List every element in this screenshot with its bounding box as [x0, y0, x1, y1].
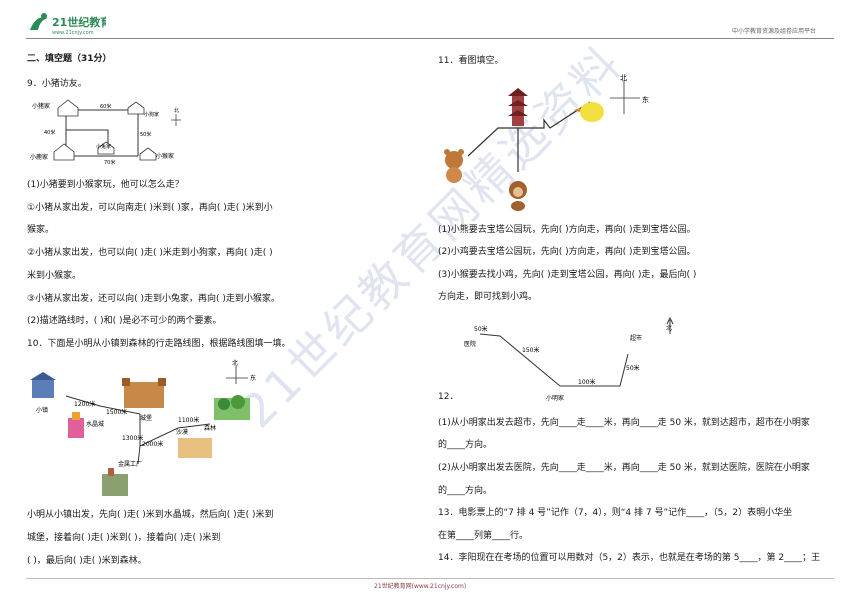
- q9-title: 9．小猪访友。: [27, 79, 87, 89]
- q9-line-3: 猴家。: [27, 225, 55, 235]
- q10-line-2: 城堡，接着向( )走( )米到( )，接着向( )走( )米到: [27, 533, 221, 543]
- route-hospital-home-market: [479, 333, 629, 387]
- q10-map: 小镇 1200米 1500米 水晶城 城堡 1100米 沙漠 森林 1300米 …: [30, 359, 256, 496]
- route-bear-pagoda-chick: [467, 101, 591, 157]
- crystal-city-icon: [68, 412, 84, 438]
- q12-figure: 50米 医院 150米 小明家 100米 50米 超市 北: [464, 316, 674, 402]
- q10-line-1: 小明从小镇出发，先向( )走( )米到水晶城，然后向( )走( )米到: [27, 510, 274, 520]
- label-1100m: 1100米: [178, 416, 199, 424]
- label-north: 北: [620, 74, 627, 82]
- label-40m: 40米: [44, 129, 55, 136]
- deer-house-icon: [53, 143, 75, 161]
- q9-line-5: 米到小猴家。: [27, 271, 82, 281]
- label-1500m: 1500米: [106, 408, 127, 416]
- q11-line-1: (1)小熊要去宝塔公园玩，先向( )方向走，再向( )走到宝塔公园。: [438, 225, 696, 235]
- town-building-icon: [30, 372, 56, 398]
- label-east: 东: [250, 374, 256, 382]
- q9-line-7: (2)描述路线时，( )和( )是必不可少的两个要素。: [27, 316, 222, 326]
- q11-title: 11．看图填空。: [438, 56, 504, 66]
- label-north: 北: [232, 359, 238, 367]
- castle-icon: [122, 378, 166, 408]
- route-to-factory: [137, 445, 141, 465]
- label-50m: 50米: [140, 131, 151, 138]
- label-desert: 沙漠: [176, 428, 188, 436]
- label-1200m: 1200米: [74, 400, 95, 408]
- compass-icon: [226, 366, 248, 384]
- label-50m-a: 50米: [474, 325, 488, 333]
- q13-line-1: 13．电影票上的“7 排 4 号”记作（7，4），则“4 排 7 号”记作___…: [438, 508, 793, 518]
- label-castle: 城堡: [140, 414, 152, 422]
- forest-icon: [214, 395, 250, 420]
- monkey-house-icon: [139, 147, 157, 161]
- q9-line-2: ①小猪从家出发，可以向南走( )米到( )家，再向( )走( )米到小: [27, 203, 273, 213]
- logo-text: 21世纪教育: [52, 15, 106, 29]
- label-east: 东: [642, 95, 649, 104]
- label-rabbit-home: 小兔家: [96, 143, 111, 150]
- label-crystal: 水晶城: [86, 420, 104, 428]
- q10-title: 10．下面是小明从小镇到森林的行走路线图，根据路线图填一填。: [27, 339, 291, 349]
- label-150m: 150米: [522, 346, 539, 354]
- label-1300m: 1300米: [122, 434, 143, 442]
- q10-line-3: ( )，最后向( )走( )米到森林。: [27, 556, 147, 566]
- label-2000m: 2000米: [142, 440, 163, 448]
- label-monkey-home: 小猴家: [156, 152, 174, 160]
- q9-line-6: ③小猪从家出发，还可以向( )走到小兔家，再向( )走到小猴家。: [27, 294, 280, 304]
- label-dog-home: 小狗家: [144, 111, 159, 118]
- q13-line-2: 在第____列第____行。: [438, 531, 529, 541]
- footer-text: 21世纪教育网(www.21cnjy.com): [374, 583, 467, 590]
- q11-figure: 北 东: [444, 74, 649, 211]
- rabbit-house-icon: [97, 141, 115, 155]
- label-hospital: 医院: [464, 340, 476, 348]
- label-70m: 70米: [104, 159, 115, 166]
- chick-icon: [574, 102, 604, 122]
- label-north: 北: [666, 324, 672, 332]
- label-home: 小明家: [546, 394, 564, 402]
- label-50m-b: 50米: [626, 364, 640, 372]
- label-60m: 60米: [100, 103, 111, 110]
- q9-line-4: ②小猪从家出发，也可以向( )走( )米走到小狗家，再向( )走( ): [27, 248, 273, 258]
- desert-icon: [178, 438, 212, 458]
- label-town: 小镇: [36, 406, 48, 414]
- pagoda-icon: [508, 88, 528, 126]
- brand-text: 中小学教育资源及组卷应用平台: [732, 28, 817, 35]
- header-divider: [26, 38, 834, 39]
- q11-line-4: 方向走，即可找到小鸡。: [438, 292, 538, 302]
- pig-house-icon: [57, 99, 79, 117]
- route-castle-factory-desert-forest: [139, 414, 211, 447]
- label-pig-home: 小猪家: [32, 102, 50, 110]
- q12-number: 12．: [438, 392, 459, 402]
- q12-line-1: (1)从小明家出发去超市，先向____走____米，再向____走 50 米，就…: [438, 418, 810, 428]
- footer-divider: [26, 578, 834, 579]
- label-north: 北: [174, 107, 179, 114]
- bear-icon: [444, 149, 464, 183]
- q14-line-1: 14．李阳现在在考场的位置可以用数对（5，2）表示，也就是在考场的第 5____…: [438, 553, 821, 563]
- label-market: 超市: [630, 334, 642, 342]
- q12-line-3: (2)从小明家出发去医院，先向____走____米，再向____走 50 米，就…: [438, 463, 810, 473]
- section-title: 二、填空题（31分）: [27, 54, 112, 64]
- compass-icon: [610, 80, 640, 114]
- route-town-crystal-castle: [65, 395, 141, 415]
- label-forest: 森林: [204, 424, 216, 432]
- dog-house-icon: [127, 101, 145, 115]
- factory-icon: [102, 468, 128, 496]
- compass-icon: [171, 114, 181, 126]
- q11-line-3: (3)小猴要去找小鸡，先向( )走到宝塔公园，再向( )走，最后向( ): [438, 270, 697, 280]
- label-deer-home: 小鹿家: [30, 153, 48, 161]
- q12-line-2: 的____方向。: [438, 440, 493, 450]
- label-100m: 100米: [578, 378, 595, 386]
- monkey-icon: [509, 181, 527, 211]
- logo-subtext: www.21cnjy.com: [52, 30, 94, 36]
- q12-line-4: 的____方向。: [438, 486, 493, 496]
- q9-line-1: (1)小猪要到小猴家玩，他可以怎么走？: [27, 180, 184, 190]
- north-arrow-head: [666, 316, 674, 325]
- q9-map: 小猪家 小鹿家 小兔家 小狗家 小猴家 60米 40米 50米 70米 北: [30, 99, 181, 166]
- q11-line-2: (2)小鸡要去宝塔公园玩，先向( )方向走，再向( )走到宝塔公园。: [438, 247, 696, 257]
- label-factory: 金属工厂: [118, 460, 142, 468]
- site-logo: 21世纪教育 www.21cnjy.com: [26, 10, 111, 36]
